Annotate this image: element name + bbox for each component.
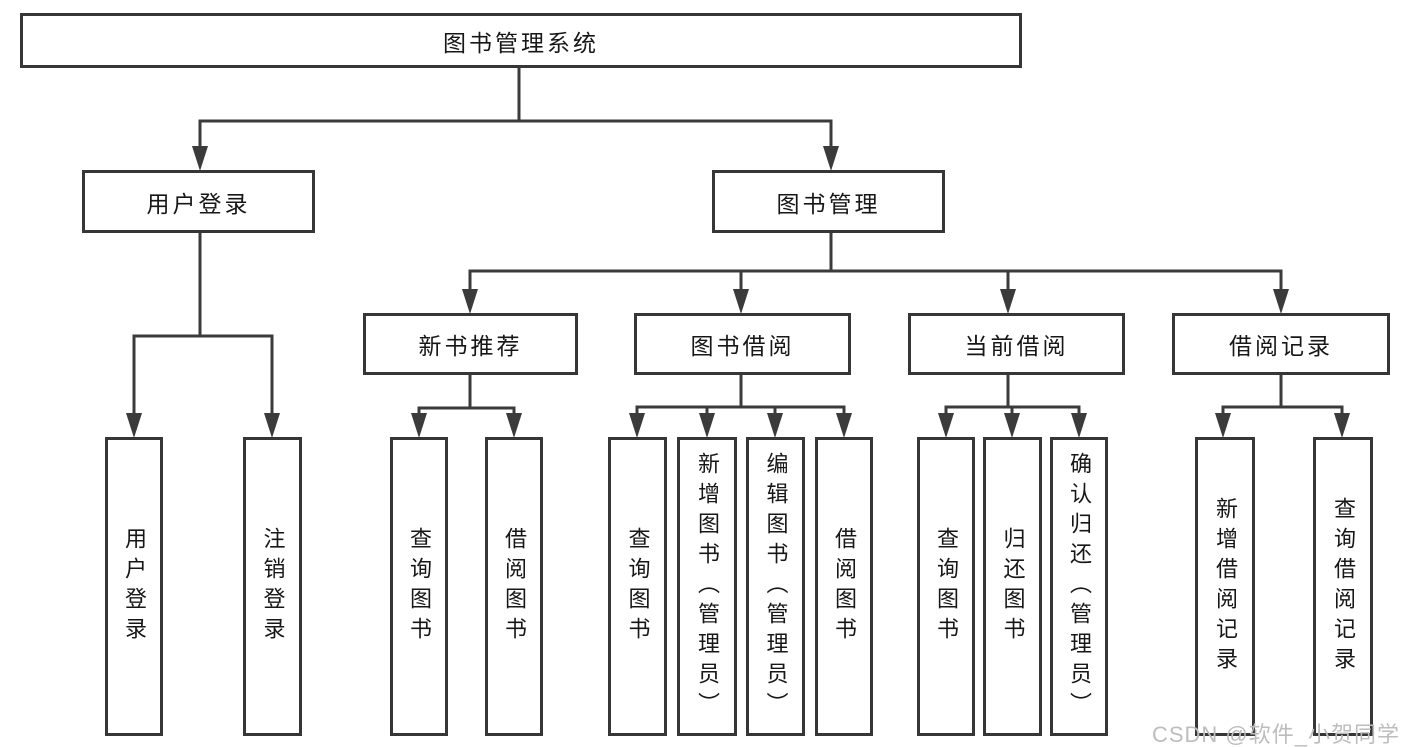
node-book-management: 图书管理 <box>712 170 945 233</box>
leaf-borrow-query-books-label: 查询图书 <box>625 526 651 647</box>
connector-arrows <box>126 121 1350 438</box>
leaf-add-books-admin: 新增图书（管理员） <box>677 437 737 736</box>
leaf-return-books-label: 归还图书 <box>1000 526 1026 647</box>
leaf-borrow-query-books: 查询图书 <box>608 437 667 736</box>
leaf-recommend-borrow-books-label: 借阅图书 <box>502 526 527 647</box>
leaf-current-query-books: 查询图书 <box>917 437 975 736</box>
connector-spines <box>132 66 1344 410</box>
node-root: 图书管理系统 <box>20 13 1022 68</box>
leaf-add-borrow-record: 新增借阅记录 <box>1195 437 1255 736</box>
leaf-logout: 注销登录 <box>243 437 302 736</box>
leaf-confirm-return-admin-label: 确认归还（管理员） <box>1067 451 1092 722</box>
leaf-recommend-borrow-books: 借阅图书 <box>485 437 543 736</box>
watermark: CSDN @软件_小贺同学 <box>1151 722 1400 747</box>
leaf-add-borrow-record-label: 新增借阅记录 <box>1213 496 1238 677</box>
node-root-label: 图书管理系统 <box>443 29 599 56</box>
leaf-return-books: 归还图书 <box>983 437 1042 736</box>
leaf-logout-label: 注销登录 <box>260 526 286 647</box>
leaf-query-borrow-record-label: 查询借阅记录 <box>1331 496 1356 677</box>
leaf-borrow-books: 借阅图书 <box>815 437 873 736</box>
node-new-book-recommend-label: 新书推荐 <box>418 333 523 359</box>
node-book-management-label: 图书管理 <box>776 190 881 217</box>
node-borrow-records: 借阅记录 <box>1172 313 1390 375</box>
node-book-borrow: 图书借阅 <box>634 313 851 375</box>
node-new-book-recommend: 新书推荐 <box>363 313 578 375</box>
leaf-user-login-label: 用户登录 <box>122 526 147 647</box>
leaf-edit-books-admin: 编辑图书（管理员） <box>746 437 805 736</box>
leaf-borrow-books-label: 借阅图书 <box>832 526 857 647</box>
leaf-recommend-query-books-label: 查询图书 <box>407 526 432 647</box>
node-book-borrow-label: 图书借阅 <box>690 333 795 359</box>
node-current-borrow-label: 当前借阅 <box>964 333 1069 359</box>
leaf-query-borrow-record: 查询借阅记录 <box>1313 437 1373 736</box>
leaf-current-query-books-label: 查询图书 <box>934 526 959 647</box>
leaf-add-books-admin-label: 新增图书（管理员） <box>695 451 720 722</box>
leaf-user-login: 用户登录 <box>105 437 163 736</box>
node-user-login: 用户登录 <box>82 170 315 233</box>
leaf-edit-books-admin-label: 编辑图书（管理员） <box>763 451 789 722</box>
node-borrow-records-label: 借阅记录 <box>1229 333 1333 359</box>
leaf-recommend-query-books: 查询图书 <box>390 437 448 736</box>
node-user-login-label: 用户登录 <box>146 190 251 217</box>
node-current-borrow: 当前借阅 <box>908 313 1125 375</box>
leaf-confirm-return-admin: 确认归还（管理员） <box>1050 437 1108 736</box>
